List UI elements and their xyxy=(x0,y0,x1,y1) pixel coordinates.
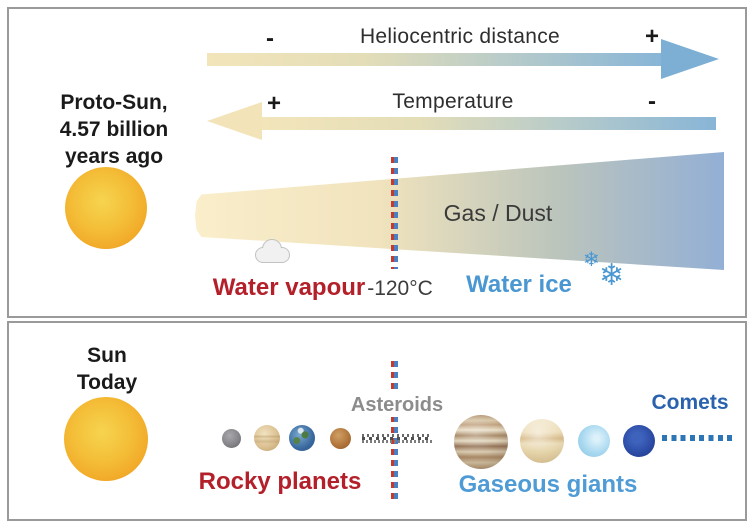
heliocentric-arrow-shaft xyxy=(207,53,661,66)
water-vapour-label: Water vapour xyxy=(212,274,366,301)
proto-sun-title: Proto-Sun, 4.57 billion years ago xyxy=(60,89,223,170)
rocky-planets-label: Rocky planets xyxy=(198,468,362,495)
temperature-arrow-head-icon xyxy=(207,102,262,140)
venus-icon xyxy=(254,425,280,451)
snow-line-top xyxy=(391,157,398,269)
heliocentric-arrow-label: Heliocentric distance xyxy=(359,25,561,48)
proto-sun-title-line2: 4.57 billion xyxy=(59,118,169,141)
temperature-near-sign: + xyxy=(266,90,282,117)
snowflake-icon-large: ❄ xyxy=(599,259,625,292)
proto-sun-icon xyxy=(65,167,147,249)
sun-today-title-line2: Today xyxy=(76,371,138,394)
heliocentric-far-sign: + xyxy=(644,23,660,50)
proto-sun-title-line1: Proto-Sun, xyxy=(60,91,168,114)
saturn-icon xyxy=(520,419,564,463)
uranus-icon xyxy=(578,425,610,457)
cloud-icon xyxy=(255,239,290,263)
gas-dust-label: Gas / Dust xyxy=(443,200,553,226)
comets-label: Comets xyxy=(651,391,729,414)
neptune-icon xyxy=(623,425,655,457)
water-ice-label: Water ice xyxy=(466,271,572,298)
heliocentric-near-sign: - xyxy=(266,25,274,52)
asteroids-label: Asteroids xyxy=(347,394,447,417)
comet-trail-icon xyxy=(662,435,736,441)
gaseous-giants-label: Gaseous giants xyxy=(458,471,638,498)
mars-icon xyxy=(330,428,351,449)
proto-sun-panel: Proto-Sun, 4.57 billion years ago - Heli… xyxy=(7,7,747,318)
jupiter-icon xyxy=(454,415,508,469)
temperature-arrow-shaft xyxy=(262,117,716,130)
proto-sun-title-line3: years ago xyxy=(64,145,164,168)
earth-icon xyxy=(289,425,315,451)
snow-line-bottom xyxy=(391,361,398,502)
heliocentric-arrow-head-icon xyxy=(661,39,719,79)
temperature-arrow-label: Temperature xyxy=(392,90,514,113)
asteroid-belt-icon xyxy=(362,434,432,443)
snowflake-icon-small: ❄ xyxy=(583,249,600,271)
snow-line-temperature: -120°C xyxy=(367,277,433,300)
sun-today-title: Sun Today xyxy=(77,342,167,396)
mercury-icon xyxy=(222,429,241,448)
sun-today-icon xyxy=(64,397,148,481)
temperature-far-sign: - xyxy=(648,88,656,115)
sun-today-title-line1: Sun xyxy=(87,344,127,367)
sun-today-panel: Sun Today Asteroids Comets Rocky planets… xyxy=(7,321,747,521)
